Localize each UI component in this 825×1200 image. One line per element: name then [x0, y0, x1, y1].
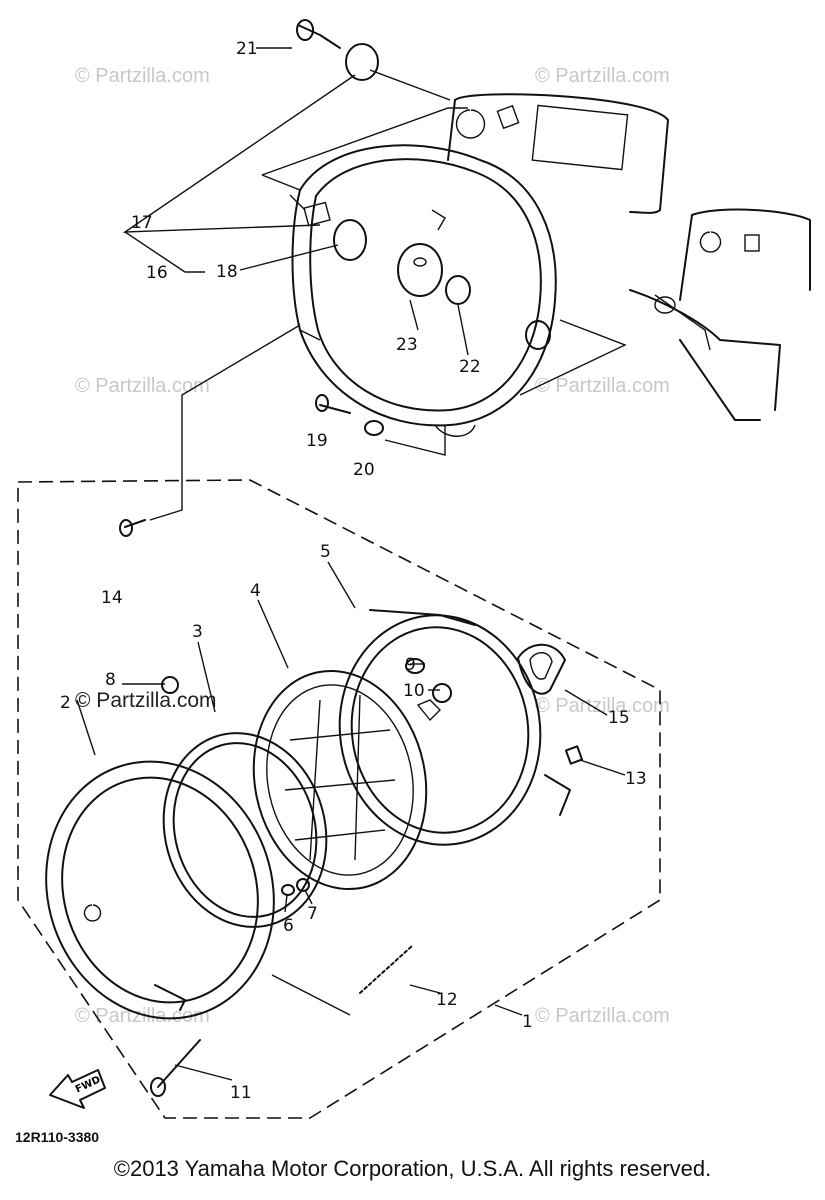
watermark: © Partzilla.com — [75, 1005, 210, 1027]
housing-drawing — [338, 609, 571, 846]
part-label-4: 4 — [250, 581, 261, 601]
part-label-18: 18 — [216, 262, 238, 282]
part-label-23: 23 — [396, 335, 418, 355]
part-label-11: 11 — [230, 1083, 252, 1103]
part-label-17: 17 — [131, 213, 153, 233]
watermark-dark: © Partzilla.com — [75, 689, 217, 712]
bracket-drawing — [447, 93, 811, 421]
part-label-22: 22 — [459, 357, 481, 377]
part-label-19: 19 — [306, 431, 328, 451]
lower-hardware-drawing — [150, 643, 584, 1097]
part-label-6: 6 — [283, 916, 294, 936]
part-label-1: 1 — [522, 1012, 533, 1032]
hardware-drawing — [119, 19, 384, 537]
watermark: © Partzilla.com — [75, 375, 210, 397]
part-label-16: 16 — [146, 263, 168, 283]
part-label-21: 21 — [236, 39, 258, 59]
leader-lines-lower — [76, 561, 626, 1081]
part-label-14: 14 — [101, 588, 123, 608]
part-label-2: 2 — [60, 693, 71, 713]
watermark: © Partzilla.com — [535, 65, 670, 87]
part-label-3: 3 — [192, 622, 203, 642]
part-label-5: 5 — [320, 542, 331, 562]
part-label-8: 8 — [105, 670, 116, 690]
rim-ring-drawing — [45, 760, 275, 1020]
watermark: © Partzilla.com — [535, 695, 670, 717]
part-label-13: 13 — [625, 769, 647, 789]
part-label-7: 7 — [307, 904, 318, 924]
part-label-20: 20 — [353, 460, 375, 480]
fwd-arrow-icon: FWD — [49, 1069, 106, 1109]
watermark-layer: © Partzilla.com © Partzilla.com © Partzi… — [75, 65, 670, 1027]
part-label-9: 9 — [405, 655, 416, 675]
headlight-case-drawing — [289, 144, 557, 437]
part-label-10: 10 — [403, 681, 425, 701]
leader-lines-upper — [122, 47, 627, 521]
copyright-footer: ©2013 Yamaha Motor Corporation, U.S.A. A… — [113, 1156, 712, 1181]
watermark: © Partzilla.com — [75, 65, 210, 87]
part-label-15: 15 — [608, 708, 630, 728]
watermark: © Partzilla.com — [535, 1005, 670, 1027]
watermark: © Partzilla.com — [535, 375, 670, 397]
part-label-12: 12 — [436, 990, 458, 1010]
drawing-code: 12R110-3380 — [15, 1129, 99, 1145]
part-labels: 21 17 16 18 23 22 19 20 14 5 4 3 8 2 9 1… — [60, 39, 647, 1103]
